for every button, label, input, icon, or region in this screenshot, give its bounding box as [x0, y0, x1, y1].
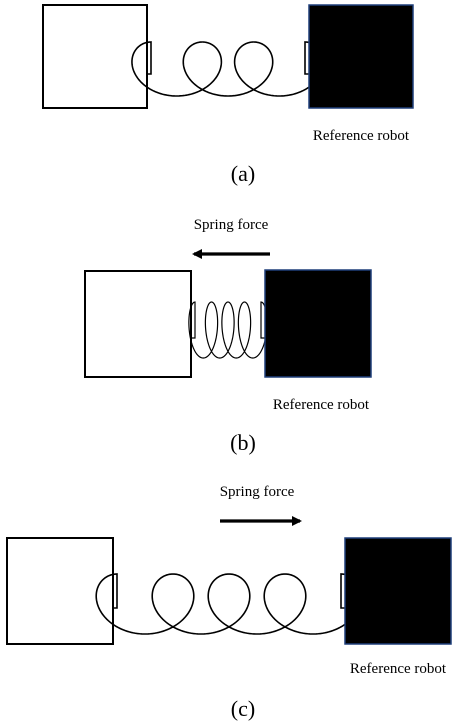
panel-caption: (c) — [231, 696, 255, 721]
panel-b: Spring force Reference robot (b) — [84, 217, 372, 455]
spring — [188, 301, 268, 359]
spring-force-label: Spring force — [194, 217, 269, 233]
reference-robot-label: Reference robot — [350, 661, 447, 677]
follower-robot — [84, 270, 192, 378]
spring — [95, 573, 363, 635]
reference-robot-label: Reference robot — [273, 397, 370, 413]
spring-force-label: Spring force — [220, 484, 295, 500]
follower-robot — [42, 4, 148, 109]
reference-robot — [344, 537, 452, 645]
panel-c: Spring force Reference robot (c) — [6, 484, 452, 721]
panel-caption: (b) — [230, 430, 256, 455]
spring — [131, 41, 325, 97]
reference-robot — [308, 4, 414, 109]
follower-robot — [6, 537, 114, 645]
reference-robot-label: Reference robot — [313, 128, 410, 144]
panel-a: Reference robot (a) — [42, 4, 414, 186]
panel-caption: (a) — [231, 161, 255, 186]
reference-robot — [264, 269, 372, 378]
